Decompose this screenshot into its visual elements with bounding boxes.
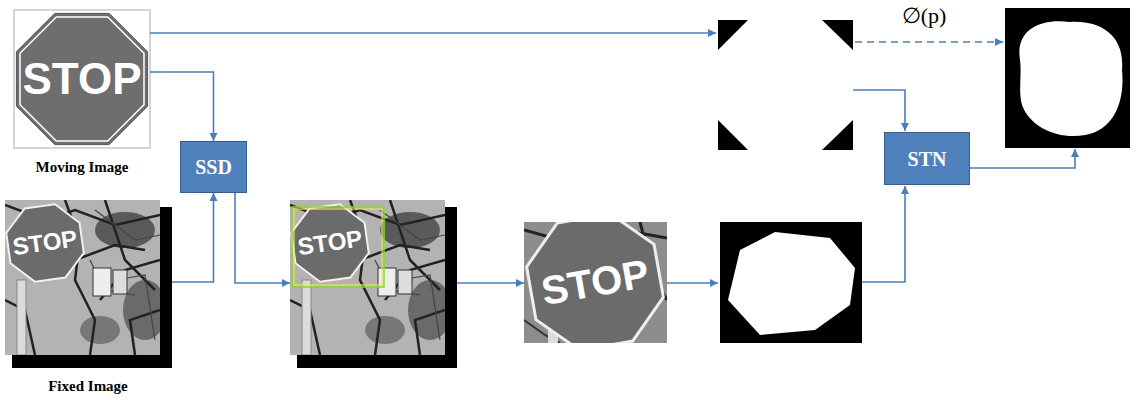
- flow-connector: [150, 72, 214, 141]
- process-box: SSD: [180, 141, 247, 193]
- flow-arrow: [862, 186, 905, 282]
- flow-arrow: [150, 32, 716, 34]
- sign-text: STOP: [22, 55, 141, 103]
- image-caption: Moving Image: [36, 159, 129, 176]
- sign-text: STOP: [11, 225, 79, 260]
- warp-label: ∅(p): [902, 3, 947, 29]
- image-caption: Fixed Image: [48, 378, 128, 395]
- flow-arrow: [667, 282, 718, 284]
- sign-mask: [728, 232, 855, 335]
- box-label: SSD: [195, 156, 232, 178]
- dashed-arrow: [855, 41, 1003, 43]
- box-label: STN: [908, 148, 947, 170]
- stop-sign: [16, 13, 147, 144]
- flow-connector: [235, 193, 290, 283]
- flow-connector: [172, 193, 214, 282]
- sign-rim: [20, 17, 144, 141]
- bounding-box: [292, 207, 384, 287]
- mask-ground: [718, 20, 853, 150]
- image-node: STOPMoving Image: [14, 10, 150, 148]
- flow-arrows: [150, 33, 1075, 283]
- mask-ground: [1005, 8, 1130, 148]
- street-photo: [3, 200, 167, 355]
- stop-sign: [524, 222, 667, 343]
- flow-arrow: [853, 90, 905, 131]
- sign-text: STOP: [538, 251, 652, 313]
- flow-connector: [457, 282, 524, 284]
- image-frame: [14, 10, 150, 148]
- image-node: STOP: [290, 200, 457, 368]
- bounding-box: [294, 209, 382, 285]
- cropped-photo: [524, 222, 667, 343]
- street-photo: [288, 200, 452, 355]
- mask-ground: [720, 222, 862, 343]
- process-box: STN: [884, 132, 970, 185]
- image-node: STOP: [524, 222, 667, 343]
- image-node: STOPFixed Image: [5, 200, 172, 368]
- flow-arrow: [970, 149, 1075, 168]
- sign-text: STOP: [296, 225, 364, 260]
- warped-mask: [1019, 21, 1122, 136]
- sign-mask: [718, 20, 853, 150]
